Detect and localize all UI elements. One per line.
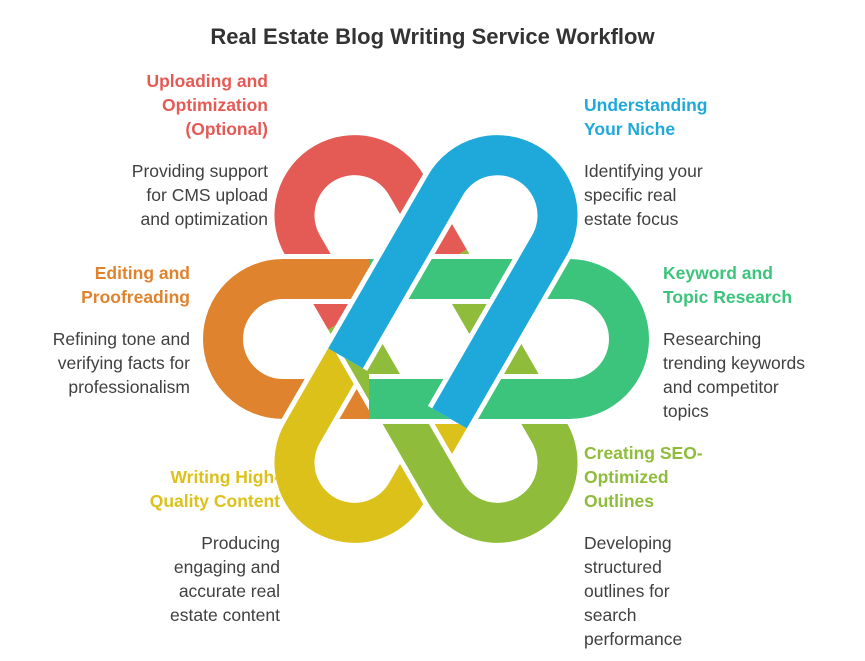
- step-heading: Writing High-Quality Content: [149, 467, 280, 511]
- loop-editing-proofreading: [203, 259, 483, 419]
- loop-writing-content: [274, 249, 524, 543]
- loop-understanding-your-niche: [328, 135, 578, 429]
- loop-creating-seo-outlines: [328, 249, 578, 543]
- page-title: Real Estate Blog Writing Service Workflo…: [210, 24, 655, 49]
- loop-keyword-topic-research: [369, 259, 649, 419]
- loop-uploading-optimization: [274, 135, 524, 429]
